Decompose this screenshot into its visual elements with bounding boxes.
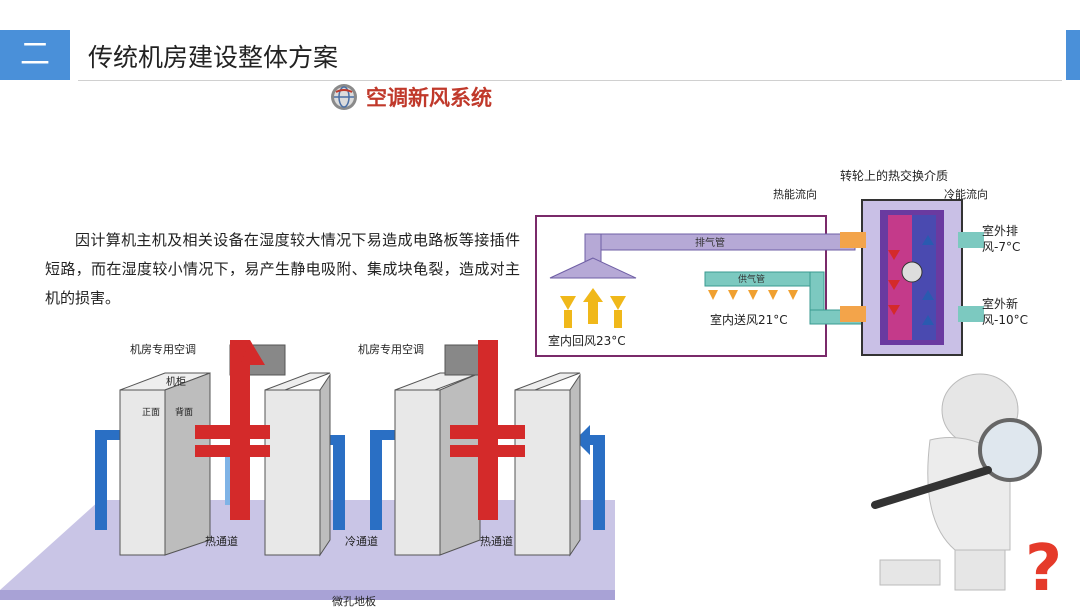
- magnifier-figure-illustration: ?: [871, 373, 1062, 600]
- supply-pipe-label: 供气管: [738, 273, 765, 285]
- back-label: 背面: [175, 406, 193, 418]
- cold-flow-arrows: [922, 235, 934, 325]
- return-air-label: 室内回风23°C: [548, 333, 626, 348]
- section-heading: 空调新风系统: [330, 82, 492, 112]
- cold-flow-label: 冷能流向: [944, 187, 988, 201]
- hot-flow-label: 热能流向: [773, 187, 817, 201]
- ac-label-right: 机房专用空调: [358, 342, 424, 356]
- outdoor-exhaust-label-1: 室外排: [982, 223, 1018, 238]
- supply-air-label: 室内送风21°C: [710, 312, 788, 327]
- hot-aisle-label-left: 热通道: [205, 534, 238, 548]
- magnifier-icon: [978, 418, 1042, 482]
- ac-label-left: 机房专用空调: [130, 342, 196, 356]
- page-title: 传统机房建设整体方案: [88, 43, 339, 72]
- cabinet-label: 机柜: [166, 375, 186, 388]
- outdoor-fresh-label-2: 风-10°C: [982, 313, 1028, 327]
- heat-medium-label: 转轮上的热交换介质: [840, 168, 948, 183]
- hot-aisle-label-right: 热通道: [480, 534, 513, 548]
- body-paragraph: 因计算机主机及相关设备在湿度较大情况下易造成电路板等接插件短路，而在湿度较小情况…: [45, 231, 520, 307]
- supply-air-arrows: [708, 290, 798, 300]
- return-air-arrows: [560, 288, 626, 328]
- exhaust-pipe-label: 排气管: [695, 236, 725, 249]
- hot-flow-arrows: [888, 250, 900, 315]
- question-mark-icon: ?: [1025, 532, 1062, 600]
- hot-air-arrows: [195, 340, 525, 520]
- exhaust-hood: [549, 257, 637, 279]
- outdoor-fresh-label-1: 室外新: [982, 296, 1018, 311]
- cold-aisle-label: 冷通道: [345, 534, 378, 548]
- outdoor-exhaust-label-2: 风-7°C: [982, 240, 1020, 254]
- floor-label: 微孔地板: [332, 594, 376, 608]
- header-accent-bar: [1066, 30, 1080, 80]
- section-title: 空调新风系统: [366, 86, 492, 110]
- header-divider: [78, 30, 1062, 81]
- front-label: 正面: [142, 407, 160, 418]
- fresh-air-diagram: 排气管 室内回风23°C 供气管 室内送风21°C 转轮上的热交换介质 热能流向…: [535, 168, 1028, 357]
- cabinet-group-right: [394, 344, 581, 557]
- datacenter-airflow-diagram: 机房专用空调 机房专用空调 机柜 正面 背面 热通道 冷通道 热通道 微孔地板: [0, 340, 615, 608]
- globe-logo-icon: [331, 84, 357, 110]
- section-number-badge: 二: [0, 30, 70, 80]
